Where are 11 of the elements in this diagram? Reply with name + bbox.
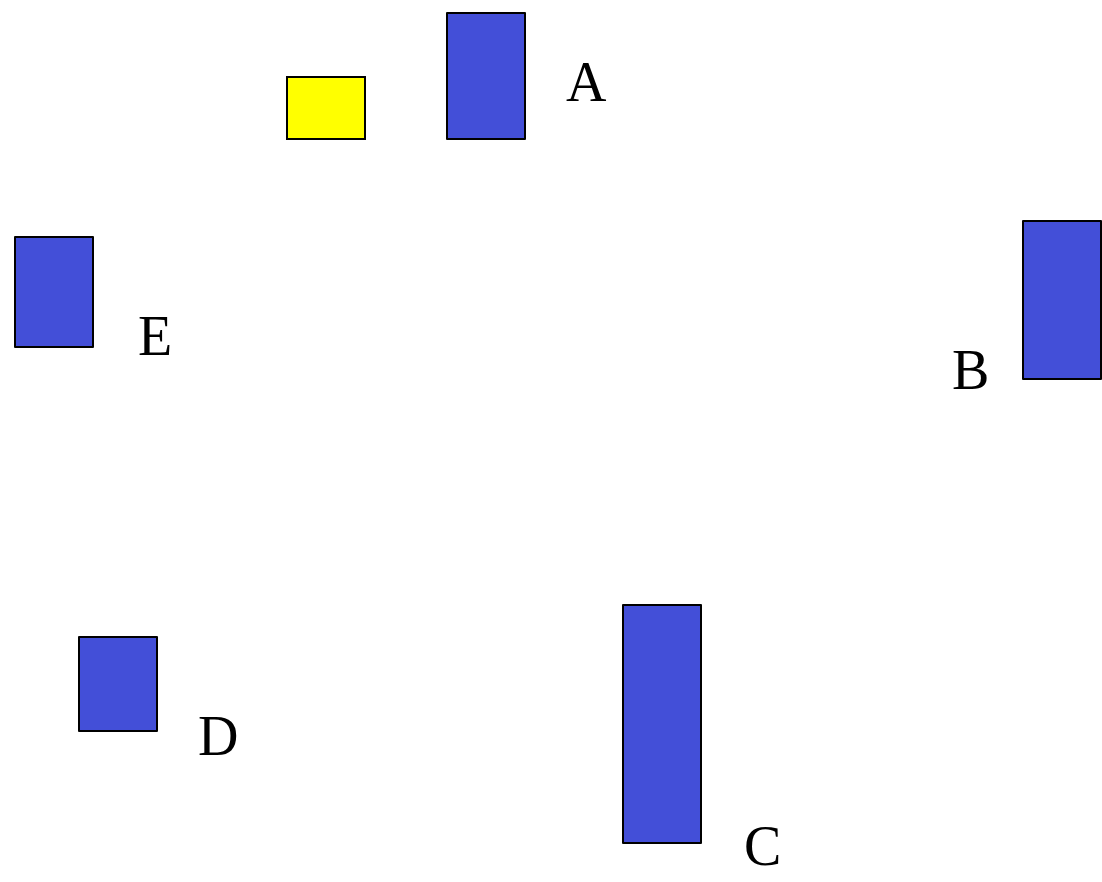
- letter-label: A: [566, 54, 607, 110]
- bar-shape: [1022, 220, 1102, 380]
- letter-label: B: [952, 342, 990, 398]
- letter-label: E: [138, 308, 173, 364]
- bar-shape: [78, 636, 158, 732]
- letter-label: C: [744, 818, 782, 874]
- bar-shape: [622, 604, 702, 844]
- bar-shape: [14, 236, 94, 348]
- letter-label: D: [198, 708, 239, 764]
- bar-shape: [446, 12, 526, 140]
- box-shape: [286, 76, 366, 140]
